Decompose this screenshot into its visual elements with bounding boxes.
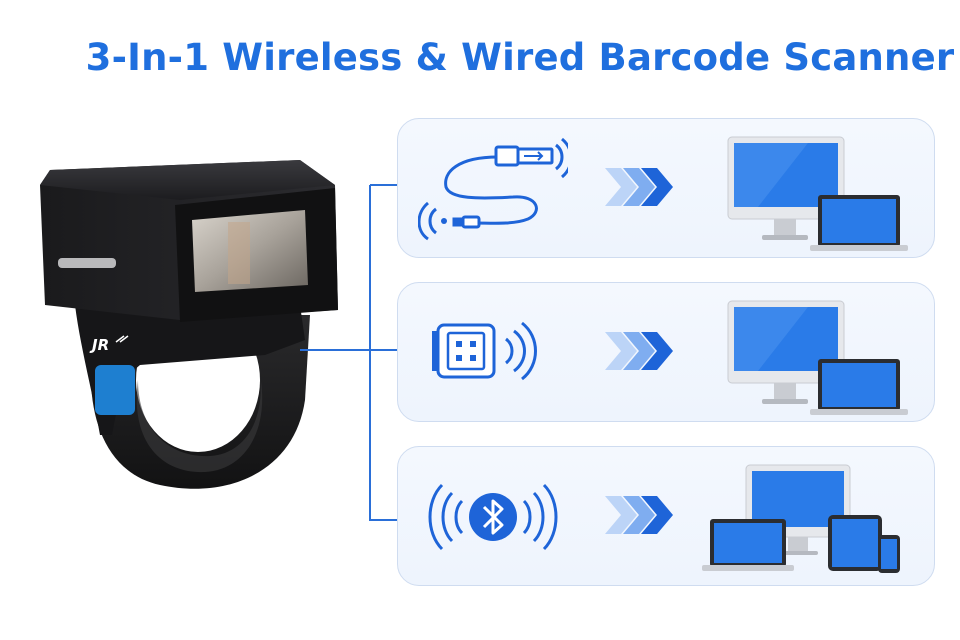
multi-device-icon [702, 464, 900, 573]
mode-card-bluetooth [397, 446, 935, 586]
trigger-button [95, 365, 135, 415]
mode-card-usb-dongle [397, 282, 935, 422]
chevron-right-arrows-icon [605, 332, 673, 370]
usb-cable-wireless-icon [418, 137, 568, 241]
connector-lines [300, 184, 397, 521]
chevron-right-arrows-icon [605, 168, 673, 206]
brand-logo: JR [89, 336, 109, 354]
ring-barcode-scanner-image: JR [40, 160, 338, 489]
usb-dongle-wireless-icon [432, 321, 537, 381]
mode-card-usb-cable [397, 118, 935, 258]
desktop-and-laptop-icon [727, 136, 908, 251]
bluetooth-icon [428, 483, 558, 551]
chevron-right-arrows-icon [605, 496, 673, 534]
page-title: 3-In-1 Wireless & Wired Barcode Scanner [85, 36, 955, 79]
desktop-and-laptop-icon [727, 300, 908, 415]
